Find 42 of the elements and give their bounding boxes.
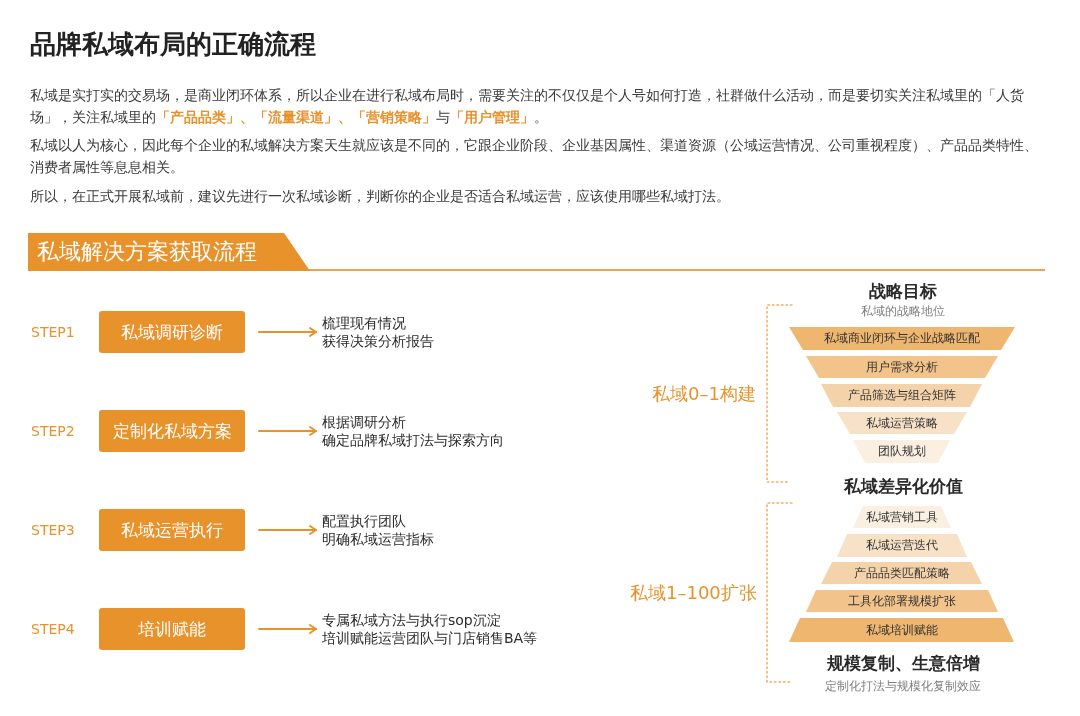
description-text: 确定品牌私域打法与探索方向	[322, 431, 504, 449]
phase-label: 私域1–100扩张	[630, 581, 757, 605]
page-title: 品牌私域布局的正确流程	[30, 28, 316, 61]
description-text: 培训赋能运营团队与门店销售BA等	[322, 629, 538, 647]
description-text: 获得决策分析报告	[322, 332, 434, 350]
pyramid-subheading: 定制化打法与规模化复制效应	[825, 678, 981, 695]
intro-paragraph: 私域是实打实的交易场，是商业闭环体系，所以企业在进行私域布局时，需要关注的不仅仅是个人号如何打造，社群做什么活动，而是要切实关注私域里的「人货场」，关注私域里的「产品品类」、「流量渠道」、「营销策略」与「用户管理」。	[30, 86, 1025, 127]
funnel-subheading: 私域的战略地位	[861, 303, 945, 320]
pyramid-segment: 私域培训赋能	[789, 618, 1014, 642]
intro-paragraph: 私域以人为核心，因此每个企业的私域解决方案天生就应该是不同的，它跟企业阶段、企业基因属性、渠道资源（公域运营情况、公司重视程度）、产品品类特性、消费者属性等息息相关。	[30, 136, 1039, 177]
process-box: 私域调研诊断	[99, 311, 245, 353]
funnel-segment: 私域商业闭环与企业战略匹配	[789, 327, 1015, 350]
funnel-heading: 私域差异化价值	[843, 475, 963, 498]
funnel-segment: 用户需求分析	[806, 356, 998, 378]
step-label: STEP2	[31, 422, 75, 441]
step-label: STEP3	[31, 521, 75, 540]
pyramid-segment: 私域营销工具	[853, 506, 951, 528]
arrow	[258, 327, 317, 337]
description-text: 明确私域运营指标	[322, 530, 434, 548]
funnel-segment: 团队规划	[853, 440, 950, 463]
funnel-segment: 产品筛选与组合矩阵	[821, 384, 982, 407]
process-box: 定制化私域方案	[99, 410, 245, 452]
description-text: 专属私域方法与执行sop沉淀	[322, 611, 501, 629]
arrow	[258, 624, 317, 634]
description-text: 梳理现有情况	[322, 314, 406, 332]
pyramid-segment: 私域运营迭代	[837, 534, 967, 557]
description-text: 配置执行团队	[322, 512, 406, 530]
step-label: STEP1	[31, 323, 75, 342]
arrow	[258, 426, 317, 436]
step-label: STEP4	[31, 620, 75, 639]
funnel-segment: 私域运营策略	[837, 412, 967, 434]
process-box: 培训赋能	[99, 608, 245, 650]
pyramid-heading: 规模复制、生意倍增	[826, 652, 980, 675]
section-banner: 私域解决方案获取流程	[28, 233, 310, 271]
phase-label: 私域0–1构建	[652, 382, 756, 406]
arrow	[258, 525, 317, 535]
process-box: 私域运营执行	[99, 509, 245, 551]
pyramid-segment: 工具化部署规模扩张	[806, 590, 998, 612]
funnel-heading: 战略目标	[869, 280, 937, 303]
pyramid-segment: 产品品类匹配策略	[821, 562, 982, 584]
description-text: 根据调研分析	[322, 413, 406, 431]
intro-paragraph: 所以，在正式开展私域前，建议先进行一次私域诊断，判断你的企业是否适合私域运营，应该使用哪些私域打法。	[30, 187, 731, 206]
